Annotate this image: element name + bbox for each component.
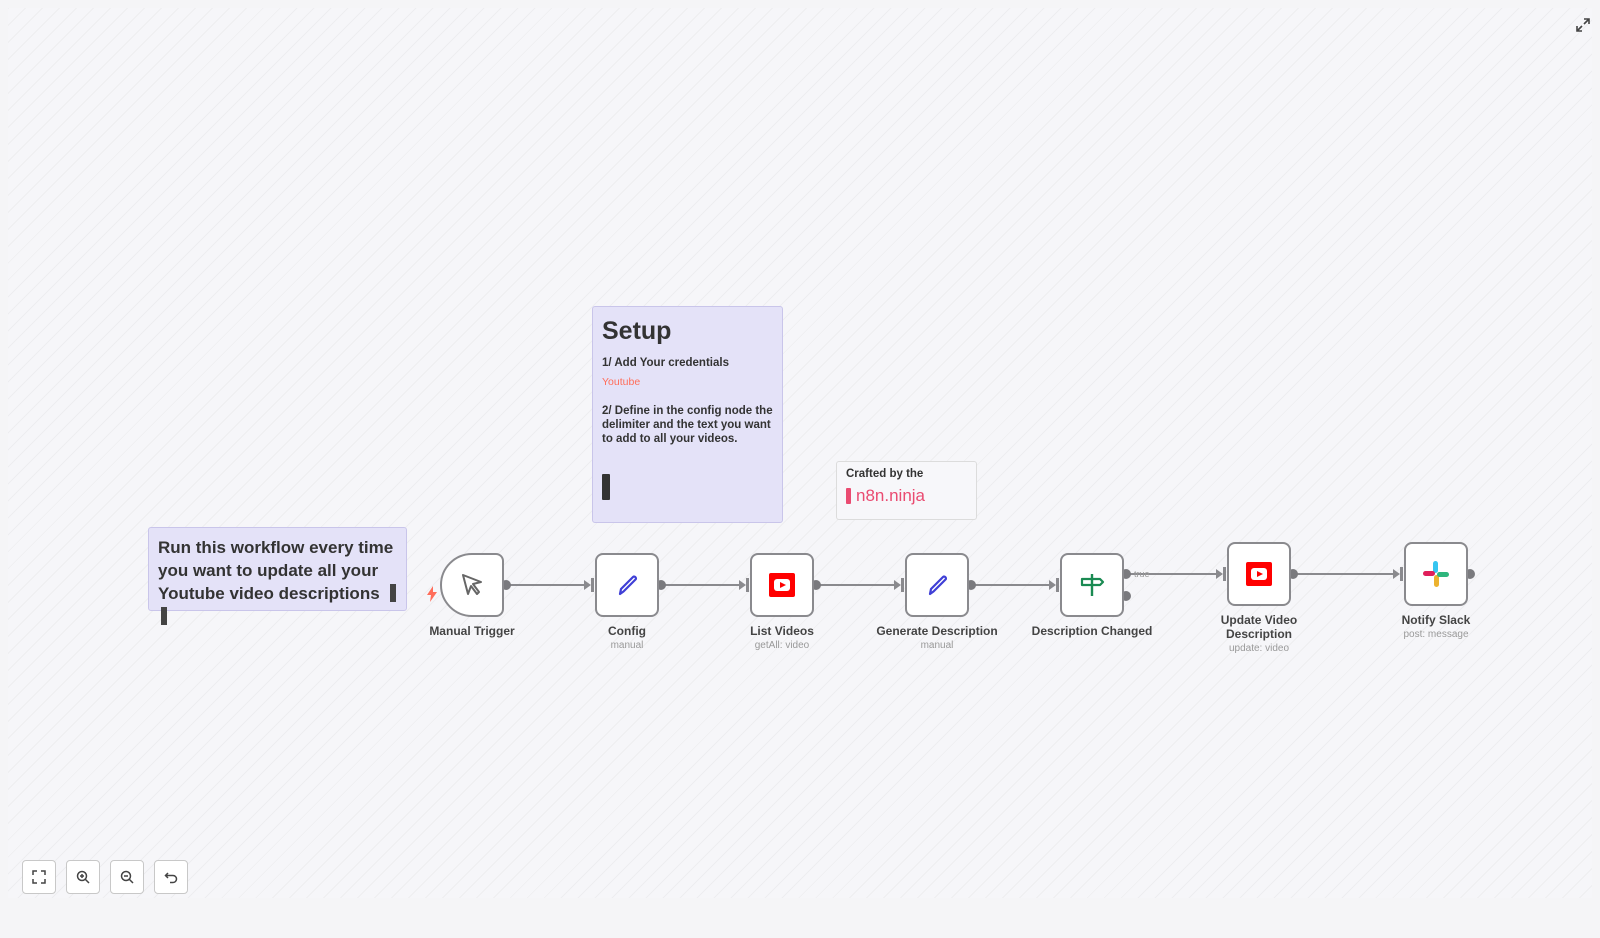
node-label: Update Video Description	[1220, 613, 1298, 641]
reset-zoom-icon	[164, 872, 178, 884]
node-subtitle: post: message	[1403, 629, 1469, 640]
crafted-by-sticky-note[interactable]: Crafted by the n8n.ninja	[836, 461, 977, 520]
youtube-credentials-link[interactable]: Youtube	[602, 376, 641, 388]
node-label: List Videos	[750, 624, 814, 638]
slack-icon	[1423, 561, 1449, 587]
node-label: Generate Description	[876, 624, 998, 638]
cursor-icon	[462, 574, 482, 595]
pencil-icon	[928, 575, 948, 596]
node-update-video-description[interactable]	[1227, 542, 1291, 606]
node-config[interactable]	[595, 553, 659, 617]
setup-step-2: 2/ Define in the config node the delimit…	[602, 405, 773, 445]
zoom-in-icon	[76, 870, 90, 884]
node-subtitle: manual	[610, 640, 644, 651]
node-label: Description Changed	[1031, 624, 1153, 638]
fit-view-icon	[32, 870, 46, 884]
trigger-bolt-icon	[427, 586, 437, 602]
zoom-out-button[interactable]	[110, 860, 144, 894]
node-label: Manual Trigger	[429, 624, 515, 638]
brand-logo-icon	[846, 488, 851, 504]
node-subtitle: update: video	[1228, 643, 1290, 654]
brand-name: n8n.ninja	[856, 486, 926, 505]
crafted-by-text: Crafted by the	[846, 468, 924, 480]
zoom-out-icon	[120, 870, 134, 884]
true-branch-label: true	[1134, 569, 1150, 579]
setup-step-1: 1/ Add Your credentials	[602, 357, 729, 369]
youtube-icon	[1246, 562, 1272, 586]
node-description-changed[interactable]	[1060, 553, 1124, 617]
run-instructions-text: Run this workflow every time you want to…	[158, 538, 394, 603]
canvas-controls	[22, 860, 188, 894]
node-subtitle: getAll: video	[754, 640, 810, 651]
workflow-connections: true	[501, 567, 1475, 601]
setup-sticky-note[interactable]: Setup 1/ Add Your credentials Youtube 2/…	[592, 306, 783, 523]
node-notify-slack[interactable]	[1404, 542, 1468, 606]
emoji-icon	[161, 607, 167, 625]
zoom-in-button[interactable]	[66, 860, 100, 894]
node-manual-trigger[interactable]	[440, 553, 504, 617]
node-list-videos[interactable]	[750, 553, 814, 617]
run-instructions-sticky-note[interactable]: Run this workflow every time you want to…	[148, 527, 407, 625]
node-label: Notify Slack	[1401, 613, 1471, 627]
node-subtitle: manual	[920, 640, 954, 651]
setup-title: Setup	[602, 317, 672, 345]
pencil-icon	[618, 575, 638, 596]
emoji-icon	[390, 584, 397, 602]
node-generate-description[interactable]	[905, 553, 969, 617]
signpost-icon	[1080, 574, 1105, 596]
image-placeholder-icon	[602, 474, 610, 500]
workflow-canvas[interactable]: Setup 1/ Add Your credentials Youtube 2/…	[8, 8, 1592, 898]
connection-arrows	[584, 567, 1403, 592]
reset-zoom-button[interactable]	[154, 860, 188, 894]
fit-view-button[interactable]	[22, 860, 56, 894]
youtube-icon	[769, 573, 795, 597]
node-label: Config	[608, 624, 646, 638]
fullscreen-icon[interactable]	[1575, 17, 1592, 35]
